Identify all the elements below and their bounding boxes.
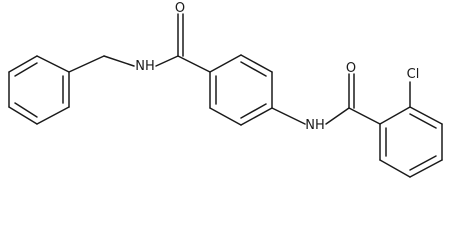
bond-carbonyl-ring (177, 55, 211, 73)
atom-label-chlorine: Cl (407, 67, 420, 82)
bond (8, 55, 38, 73)
bond-ch2-nh (103, 55, 135, 67)
bond-carbonyl-ring (348, 107, 381, 125)
bond (379, 106, 411, 125)
bond (379, 159, 411, 178)
bond (240, 107, 273, 126)
inner-double-bond (240, 61, 267, 77)
molecule-svg: O NH NH O Cl (8, 1, 443, 178)
bond-ring-nh (271, 107, 306, 125)
inner-double-bond (14, 62, 38, 77)
atom-label-nh: NH (305, 118, 325, 133)
bond (240, 54, 273, 73)
bond (209, 107, 242, 126)
inner-double-bond (240, 103, 267, 119)
atom-label-nh: NH (135, 59, 155, 74)
bond (36, 106, 70, 125)
bond-nh-carbonyl (155, 55, 179, 67)
bond-ring-ch2 (68, 55, 105, 73)
bond (209, 54, 242, 73)
bond (36, 55, 70, 73)
bond (409, 106, 443, 125)
bond (8, 106, 38, 125)
benzyl-ring (8, 55, 70, 125)
inner-double-bond (409, 155, 437, 171)
chlorophenyl-ring (379, 106, 443, 178)
central-ring (209, 54, 273, 126)
atom-label-oxygen: O (346, 61, 356, 76)
bond (409, 159, 443, 178)
structure-diagram: O NH NH O Cl (8, 1, 443, 178)
atom-label-oxygen: O (175, 1, 185, 16)
bond-nh-carbonyl (325, 107, 350, 125)
inner-double-bond (14, 102, 38, 118)
inner-double-bond (409, 113, 437, 129)
